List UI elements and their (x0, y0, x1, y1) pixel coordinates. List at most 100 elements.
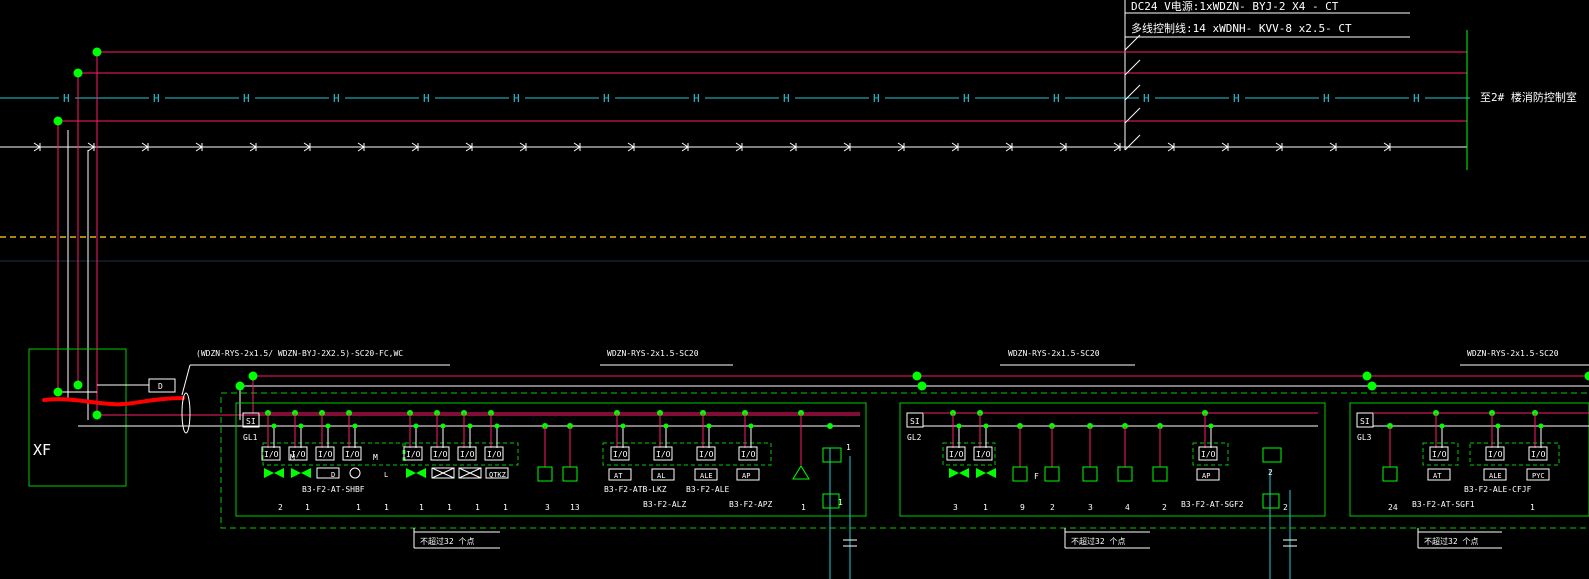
gl1-io2-1-io-label: I/O (656, 450, 671, 459)
gl1-tag-box-3 (736, 468, 760, 481)
gl2-tel-box (1262, 447, 1282, 463)
gl1-io2-0-io-label: I/O (613, 450, 628, 459)
gl1-si: SI (246, 417, 256, 426)
gl3-sub-cfjf: B3-F2-ALE-CFJF (1464, 485, 1532, 494)
gl2-io-group (942, 442, 996, 466)
gl3-tag-box-2 (1526, 468, 1550, 481)
h-gap-14 (1319, 93, 1335, 103)
gl2-count-5: 4 (1125, 503, 1130, 512)
gl1-sym-6-x2 (458, 467, 482, 479)
gl2-ap-io-box (1198, 446, 1218, 461)
gl1-io-group-c (602, 442, 772, 466)
gl1-device-label-l: L (384, 471, 388, 479)
gl1-io2-2-io-label: I/O (699, 450, 714, 459)
gl1-sub-ale: B3-F2-ALE (686, 485, 730, 494)
gl1-dev-2-io-box (315, 446, 335, 461)
gl2-count-3: 2 (1050, 503, 1055, 512)
riser-lines (57, 52, 98, 420)
gl1-dev-4-io-box (403, 446, 423, 461)
h-gap-15 (1409, 93, 1425, 103)
gl3-io-2-node-bot (1538, 423, 1544, 429)
gl1-note: 不超过32 个点 (420, 536, 474, 546)
gl2-ap-tag: AP (1202, 472, 1210, 480)
gl2-dev-0-io-box (946, 446, 966, 461)
gl3-io-1-io-box (1485, 446, 1505, 461)
gl1-dev-7-io-label: I/O (487, 450, 502, 459)
destination-label: 至2# 楼消防控制室 (1480, 90, 1577, 104)
gl1-dev-6-io-label: I/O (460, 450, 475, 459)
node-2 (53, 116, 63, 126)
group-gl1: SI GL1 B3-F2-AT-SHBF B3-F2-ATB-LKZ B3-F2… (235, 402, 867, 549)
h-mark-11: H (1053, 92, 1060, 105)
h-mark-6: H (603, 92, 610, 105)
gl1-tag-box-2 (694, 468, 718, 481)
node-9 (917, 381, 927, 391)
gl1-sym-4-a (406, 468, 416, 478)
gl2-fire-mark: F (1034, 472, 1039, 481)
h-mark-5: H (513, 92, 520, 105)
gl1-sym-1-b (301, 468, 311, 478)
gl1-count-1: 1 (305, 503, 310, 512)
group-gl2: SI GL2 B3-F2-AT-SGF2 F 不超过32 个点 (899, 402, 1326, 549)
gl1-dev-4-io-label: I/O (406, 450, 421, 459)
gl1-dev-3-node-bot (352, 423, 358, 429)
gl1-sym-3 (349, 467, 361, 479)
h-mark-12: H (1143, 92, 1150, 105)
gl1-sym-5-x2 (431, 467, 455, 479)
gl1-count-2: 1 (356, 503, 361, 512)
gl1-sub-apz: B3-F2-APZ (729, 500, 773, 509)
gl2-id: GL2 (907, 433, 922, 442)
gl1-count-0: 2 (278, 503, 283, 512)
gl1-dev-4-node-bot (413, 423, 419, 429)
gl3-tag-2: PYC (1532, 472, 1545, 480)
gl1-io2-3-io-box (738, 446, 758, 461)
gl2-dev-0-io-label: I/O (949, 450, 964, 459)
gl1-dev-5-node-bot (440, 423, 446, 429)
h-gap-8 (779, 93, 795, 103)
gl1-sym-7 (485, 467, 509, 479)
h-gap-2 (239, 93, 255, 103)
gl1-io2-2-node-bot (706, 423, 712, 429)
gl1-device-label-d: D (331, 471, 335, 479)
gl1-dev-6-io-box (457, 446, 477, 461)
gl1-tag-0: AT (614, 472, 623, 480)
gl1-tag-1: AL (657, 472, 665, 480)
gl1-tag-box-0 (608, 468, 632, 481)
h-gap-11 (1049, 93, 1065, 103)
gl1-sym-5-box (431, 467, 455, 479)
gl1-io2-3-io-label: I/O (741, 450, 756, 459)
gl2-ap-box (1196, 468, 1220, 481)
h-gap-1 (149, 93, 165, 103)
gl2-extra-sym-0 (1012, 466, 1028, 482)
seg-cable-label-3: WDZN-RYS-2x1.5-SC20 (1467, 349, 1559, 358)
gl1-sub-alz: B3-F2-ALZ (643, 500, 687, 509)
gl1-count-4: 1 (419, 503, 424, 512)
gl1-io2-2-io-box (696, 446, 716, 461)
gl1-alarm-sym (792, 465, 810, 480)
gl2-sym-0-a (949, 468, 959, 478)
gl2-extra-sym-3 (1117, 466, 1133, 482)
seg-cable-label-1: WDZN-RYS-2x1.5-SC20 (607, 349, 699, 358)
gl1-tag-3: AP (742, 472, 750, 480)
gl2-dev-1-io-box (973, 446, 993, 461)
gl3-sub-sgf1: B3-F2-AT-SGF1 (1412, 500, 1475, 509)
h-mark-7: H (693, 92, 700, 105)
gl2-extra-sym-4 (1152, 466, 1168, 482)
gl1-sym-0-a (264, 468, 274, 478)
gl2-dev-1-node-bot (983, 423, 989, 429)
top-notes: DC24 V电源:1xWDZN- BYJ-2 X4 - CT 多线控制线:14 … (1124, 0, 1410, 150)
gl3-count-1: 1 (1530, 503, 1535, 512)
gl2-extra-sym-2 (1082, 466, 1098, 482)
node-8 (912, 371, 922, 381)
gl1-dev-5-io-label: I/O (433, 450, 448, 459)
gl1-dev-7-node-bot (494, 423, 500, 429)
gl1-phone-box (822, 493, 840, 509)
gl1-dev-0-node-bot (271, 423, 277, 429)
gl1-io-group-b (404, 442, 519, 466)
node-10 (1362, 371, 1372, 381)
gl1-io2-3-node-bot (748, 423, 754, 429)
gl3-count-0: 24 (1388, 503, 1398, 512)
h-gap-4 (419, 93, 435, 103)
gl1-count-10: 1 (801, 503, 806, 512)
h-gap-0 (59, 93, 75, 103)
